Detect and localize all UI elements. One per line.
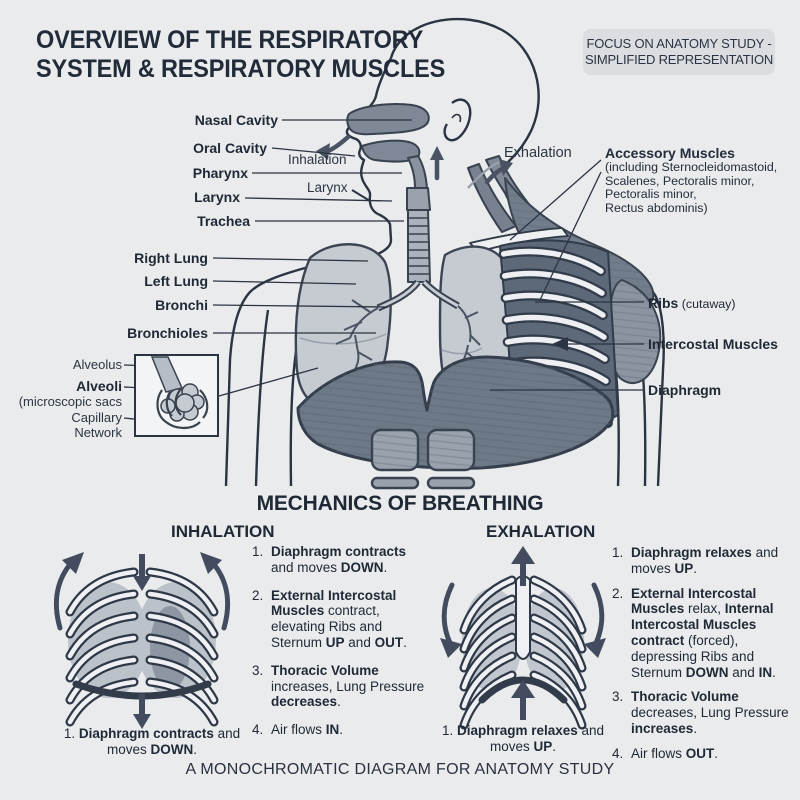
mechanics-step: 4. Air flows OUT. — [612, 746, 796, 762]
step-text: External Intercostal Muscles contract, e… — [271, 587, 407, 650]
step-number: 1. — [252, 544, 264, 559]
nasal-cavity-shape — [346, 103, 430, 136]
exhalation-arrows — [440, 546, 606, 720]
label-diaphragm: Diaphragm — [648, 382, 722, 398]
larynx-shape — [406, 187, 431, 211]
label-capillary-network: Capillary Network — [71, 410, 122, 440]
exhalation-steps: 1. Diaphragm relaxes and moves UP. 2. Exter… — [612, 545, 796, 771]
trachea-shape — [407, 209, 431, 283]
inhalation-arrowhead — [316, 143, 330, 160]
mechanics-step: 1. Diaphragm relaxes and moves UP. — [612, 545, 796, 577]
exhalation-swoosh — [467, 160, 501, 189]
label-left-lung: Left Lung — [144, 273, 208, 289]
step-number: 3. — [612, 689, 624, 705]
intercostal-arrowhead — [552, 337, 568, 351]
label-alveoli-note: (microscopic sacs — [18, 394, 122, 409]
inhalation-heading: INHALATION — [171, 522, 275, 541]
step-number: 4. — [612, 745, 624, 761]
leader-lines — [123, 119, 644, 422]
exhalation-caption: 1. Diaphragm relaxes and moves UP. — [441, 723, 605, 754]
focus-note-line2: SIMPLIFIED REPRESENTATION — [584, 52, 774, 67]
alveolar-duct — [150, 356, 184, 393]
clavicle-bone — [469, 227, 569, 253]
page-title-line2: SYSTEM & RESPIRATORY MUSCLES — [36, 55, 446, 83]
inhalation-arrows — [53, 552, 231, 729]
pharynx-shape — [407, 155, 428, 189]
mechanics-step: 3. Thoracic Volume increases, Lung Pressu… — [252, 663, 428, 710]
label-exhalation: Exhalation — [504, 145, 572, 161]
airflow-arrows — [316, 134, 513, 189]
accessory-muscles-shapes — [467, 155, 662, 384]
label-intercostal-muscles: Intercostal Muscles — [648, 336, 778, 352]
abdominal-muscles — [370, 428, 476, 490]
mechanics-step: 2. External Intercostal Muscles relax, In… — [612, 586, 796, 681]
label-larynx: Larynx — [194, 189, 240, 205]
label-trachea: Trachea — [197, 213, 250, 229]
step-text: Air flows IN. — [271, 722, 344, 738]
step-number: 2. — [252, 587, 264, 603]
label-ribs: Ribs (cutaway) — [648, 295, 736, 311]
page-title-line1: OVERVIEW OF THE RESPIRATORY — [36, 26, 424, 54]
page-title: OVERVIEW OF THE RESPIRATORY SYSTEM & RES… — [36, 26, 445, 84]
capillary-network-lines — [156, 389, 209, 430]
mechanics-step: 2. External Intercostal Muscles contract,… — [252, 588, 428, 651]
footer-caption: A MONOCHROMATIC DIAGRAM FOR ANATOMY STUD… — [185, 761, 615, 778]
focus-note-box: FOCUS ON ANATOMY STUDY - SIMPLIFIED REPR… — [583, 29, 775, 75]
ribcage-exhalation — [440, 546, 606, 725]
sternum — [515, 575, 531, 660]
human-figure — [224, 17, 665, 490]
inhalation-caption: 1. Diaphragm contracts and moves DOWN. — [63, 726, 241, 757]
inhalation-steps: 1. Diaphragm contracts and moves DOWN. 2. E… — [252, 544, 428, 750]
label-bronchi: Bronchi — [155, 297, 208, 313]
mechanics-step: 4. Air flows IN. — [252, 722, 428, 738]
accessory-line: Rectus abdominis) — [605, 200, 708, 215]
label-accessory-muscles: Accessory Muscles (including Sternocleid… — [605, 146, 777, 215]
accessory-line: (including Sternocleidomastoid, — [605, 160, 778, 174]
exhalation-heading: EXHALATION — [486, 522, 596, 541]
step-number: 1. — [612, 545, 624, 560]
step-text: Thoracic Volume decreases, Lung Pressure… — [631, 689, 789, 736]
step-text: Diaphragm relaxes and moves UP. — [631, 545, 779, 576]
step-text: Diaphragm contracts and moves DOWN. — [271, 544, 407, 575]
accessory-line: Scalenes, Pectoralis minor, — [605, 173, 755, 188]
step-text: External Intercostal Muscles relax, Inte… — [631, 585, 776, 680]
label-right-lung: Right Lung — [134, 250, 208, 266]
airway — [346, 103, 460, 312]
step-text: Air flows OUT. — [631, 745, 719, 761]
ear-outline — [443, 98, 472, 142]
step-number: 3. — [252, 662, 264, 678]
label-bronchioles: Bronchioles — [127, 325, 208, 341]
accessory-line: Pectoralis minor, — [605, 187, 697, 202]
focus-note-line1: FOCUS ON ANATOMY STUDY - — [586, 36, 772, 51]
alveoli-cluster — [160, 383, 205, 422]
label-oral-cavity: Oral Cavity — [193, 140, 267, 156]
step-number: 4. — [252, 722, 264, 738]
ribcage-inhalation — [53, 552, 231, 729]
alveoli-inset — [134, 354, 219, 437]
label-inhalation: Inhalation — [288, 152, 347, 167]
mechanics-title: MECHANICS OF BREATHING — [256, 492, 544, 515]
mechanics-step: 1. Diaphragm contracts and moves DOWN. — [252, 544, 428, 576]
step-number: 2. — [612, 585, 624, 601]
label-alveolus: Alveolus — [72, 357, 122, 372]
label-nasal-cavity: Nasal Cavity — [194, 112, 278, 128]
step-text: Thoracic Volume increases, Lung Pressure… — [271, 662, 425, 710]
label-alveoli: Alveoli — [76, 378, 122, 394]
label-pharynx: Pharynx — [192, 165, 248, 181]
label-larynx-inner: Larynx — [307, 180, 348, 195]
mechanics-step: 3. Thoracic Volume decreases, Lung Pressu… — [612, 689, 796, 736]
accessory-title: Accessory Muscles — [605, 145, 735, 161]
